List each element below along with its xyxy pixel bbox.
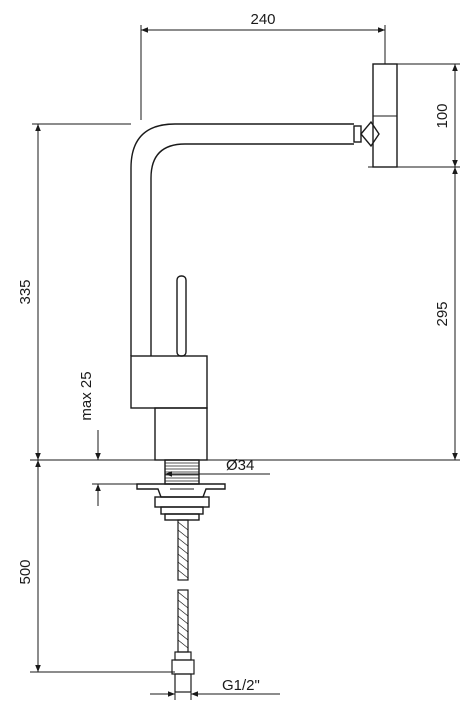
dim-240-label: 240 (250, 11, 275, 28)
dim-335-label: 335 (17, 279, 34, 304)
spout-outer-edge (130, 123, 354, 356)
faucet-body-upper (130, 355, 208, 409)
flexible-hose (171, 519, 195, 693)
dim-d34-label: Ø34 (226, 457, 254, 474)
aerator-head (360, 120, 380, 148)
spout-inner-edge (150, 143, 354, 356)
faucet-body-lower (154, 407, 208, 461)
faucet-outline (130, 63, 398, 521)
dim-g12-label: G1/2" (222, 677, 260, 694)
dim-500-label: 500 (17, 559, 34, 584)
dim-max25-label: max 25 (78, 371, 95, 420)
dim-295-label: 295 (434, 301, 451, 326)
lever-handle (176, 275, 187, 357)
fixing-nut (154, 496, 210, 508)
hose-connector (174, 651, 192, 661)
spout-end-cap (353, 125, 362, 143)
mounting-bracket (136, 483, 226, 498)
dim-100-label: 100 (434, 103, 451, 128)
dimension-lines (30, 25, 460, 700)
thread-lines (165, 462, 199, 482)
